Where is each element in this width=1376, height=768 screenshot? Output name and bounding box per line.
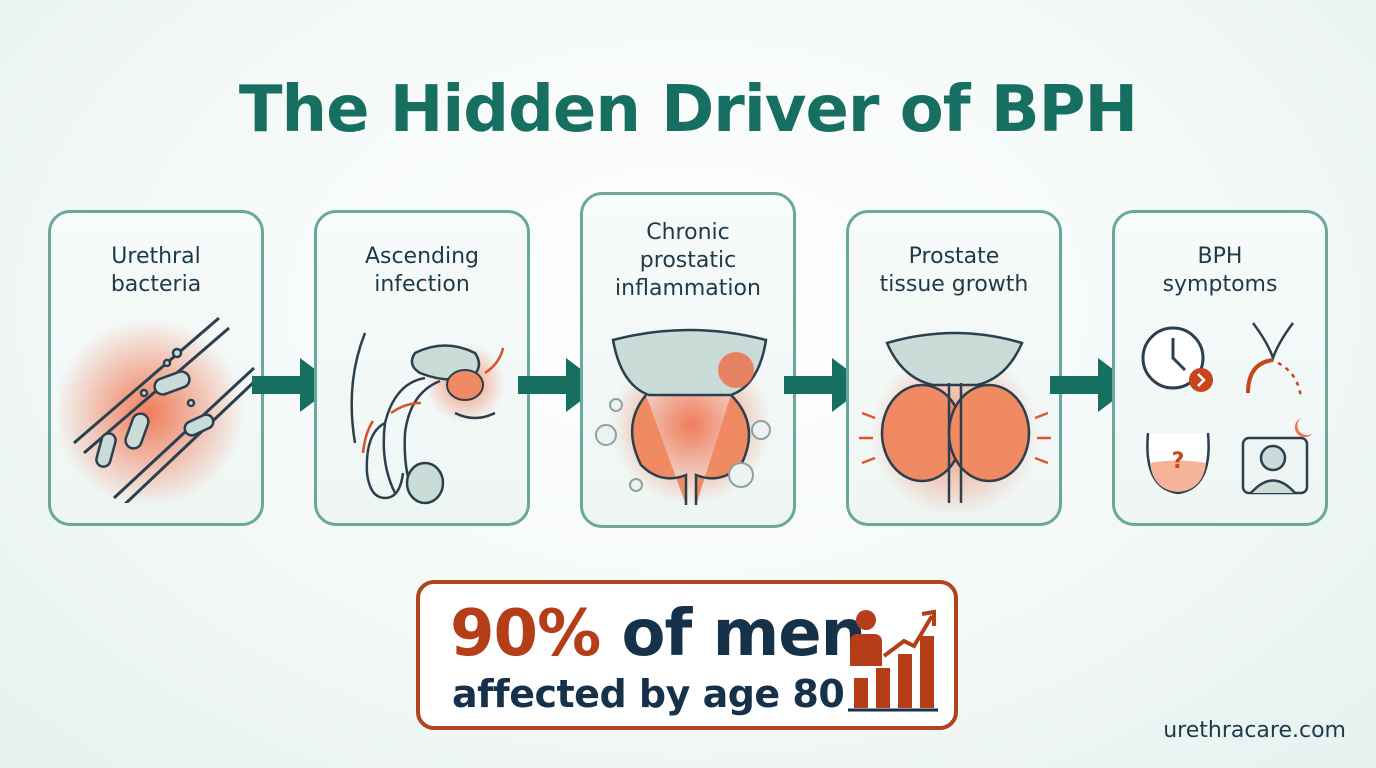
stat-headline: 90% of men bbox=[450, 597, 866, 671]
rising-chart-person-icon bbox=[848, 609, 938, 712]
step-card-prostate-growth: Prostate tissue growth bbox=[846, 210, 1062, 526]
page-title: The Hidden Driver of BPH bbox=[238, 73, 1138, 147]
bladder-icon: ? bbox=[1146, 432, 1210, 495]
step-card-chronic-inflammation: Chronic prostatic inflammation bbox=[580, 192, 796, 528]
step-label: Prostate tissue growth bbox=[879, 244, 1029, 297]
stat-subtext: affected by age 80 bbox=[452, 672, 845, 716]
svg-text:?: ? bbox=[1172, 449, 1185, 474]
enlarged-prostate-icon bbox=[859, 331, 1051, 513]
step-card-bph-symptoms: BPH symptoms ? bbox=[1112, 210, 1328, 526]
step-label: Urethral bacteria bbox=[110, 244, 202, 297]
clock-icon bbox=[1141, 326, 1213, 392]
stat-callout: 90% of men affected by age 80 bbox=[416, 580, 958, 730]
urethra-bacteria-icon bbox=[59, 316, 255, 503]
step-card-ascending-infection: Ascending infection bbox=[314, 210, 530, 526]
stat-percent: 90% bbox=[450, 597, 601, 671]
website-link[interactable]: urethracare.com bbox=[1163, 718, 1346, 743]
symptoms-icon: ? bbox=[1141, 322, 1313, 495]
step-card-urethral-bacteria: Urethral bacteria bbox=[48, 210, 264, 526]
stat-subject: of men bbox=[600, 597, 866, 671]
step-label: BPH symptoms bbox=[1162, 244, 1278, 297]
sleep-person-icon bbox=[1241, 418, 1313, 495]
inflamed-prostate-icon bbox=[595, 328, 771, 505]
weak-stream-icon bbox=[1246, 322, 1303, 399]
step-label: Ascending infection bbox=[364, 244, 480, 297]
reproductive-tract-icon bbox=[350, 332, 505, 505]
step-label: Chronic prostatic inflammation bbox=[615, 220, 761, 301]
